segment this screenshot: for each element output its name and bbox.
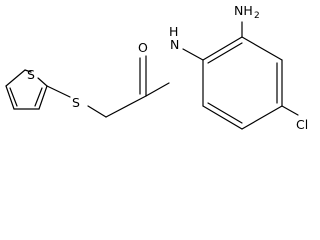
amine-link xyxy=(182,48,204,61)
thiophene-ring xyxy=(5,69,48,110)
benzene-ring xyxy=(202,36,283,130)
oxygen-label: O xyxy=(138,40,148,55)
acetamide-chain xyxy=(46,55,170,118)
ring-sulfur-label: S xyxy=(27,67,35,82)
amide-hydrogen-label: H xyxy=(169,24,178,39)
amino-subscript-label: 2 xyxy=(254,11,260,21)
thioether-sulfur-label: S xyxy=(72,95,80,110)
chemical-structure: S S O N H NH 2 Cl xyxy=(5,3,308,132)
amide-nitrogen-label: N xyxy=(170,37,179,52)
substituent-bonds xyxy=(241,21,299,116)
amino-group-label: NH xyxy=(234,3,253,18)
chlorine-label: Cl xyxy=(296,117,308,132)
